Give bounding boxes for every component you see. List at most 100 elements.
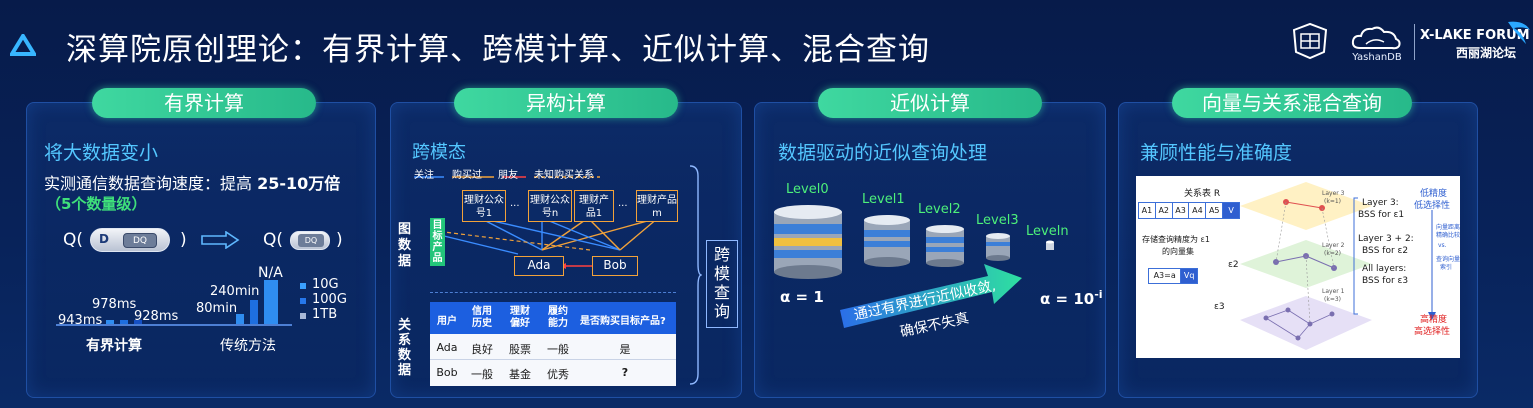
- store-precision-text1: 存储查询精度为 ε1: [1142, 235, 1210, 244]
- low-selectivity-label: 低选择性: [1414, 201, 1451, 211]
- layer2-label: Layer 2: [1322, 242, 1345, 249]
- product-box-accountn: 理财公众号n: [528, 190, 572, 222]
- alpha-right-label: α = 10-i: [1040, 288, 1103, 308]
- table-header-preference: 理财偏好: [510, 306, 530, 329]
- vector-compare-text1: 向量距离: [1436, 224, 1461, 231]
- bss-all-desc: BSS for ε3: [1362, 276, 1409, 286]
- legend-friend: 朋友: [498, 170, 518, 181]
- low-precision-label: 低精度: [1420, 189, 1448, 199]
- bar-traditional-10g: [236, 314, 244, 324]
- dq-only-box: DQ: [298, 234, 324, 247]
- subhead-shrink-data: 将大数据变小: [44, 142, 159, 164]
- group-label-bounded: 有界计算: [86, 338, 142, 354]
- legend-unknown-purchase: 未知购买关系: [534, 170, 594, 181]
- level-label-0: Level0: [786, 182, 829, 197]
- forum-title-cn: 西丽湖论坛: [1456, 46, 1517, 60]
- product-ellipsis-2: ...: [618, 198, 628, 209]
- speedup-value: 25-10万倍: [257, 174, 341, 193]
- database-level3-icon: [986, 233, 1010, 261]
- product-box-product1: 理财产品1: [574, 190, 614, 222]
- bar-label-928ms: 928ms: [134, 309, 179, 324]
- legend-swatch-100g: [300, 298, 306, 304]
- bss-bracket: [1353, 197, 1358, 315]
- alpha-left-label: α = 1: [780, 288, 824, 306]
- vector-compare-text2: 精确比较: [1436, 232, 1461, 239]
- attr-v: V: [1223, 203, 1239, 218]
- orders-of-magnitude: （5个数量级）: [46, 195, 147, 213]
- database-level0-icon: [774, 205, 842, 279]
- bar-baseline: [56, 324, 292, 326]
- bss-layer3-desc: BSS for ε1: [1358, 210, 1405, 220]
- layer3-k: (k=1): [1324, 198, 1342, 205]
- legend-1tb: 1TB: [312, 307, 338, 322]
- attr-a3: A3: [1173, 203, 1190, 218]
- attr-a1: A1: [1139, 203, 1156, 218]
- relation-table-label: 关系表 R: [1184, 189, 1221, 199]
- bss-layer32-title: Layer 3 + 2:: [1358, 234, 1414, 244]
- hybrid-query-diagram: 关系表 R A1 A2 A3 A4 A5 V 存储查询精度为 ε1 的向量集 A…: [1136, 176, 1460, 358]
- target-product-tag: 目标产品: [430, 218, 445, 266]
- database-level2-icon: [926, 225, 964, 267]
- query-vector: Vq: [1181, 269, 1197, 283]
- hnsw-layers-graphic: [1240, 182, 1372, 350]
- q-right-close: ): [336, 230, 343, 250]
- layer1-label: Layer 1: [1322, 288, 1345, 295]
- convergence-arrow-icon: [840, 264, 1022, 328]
- table-cell-r1-capability: 一般: [547, 343, 569, 356]
- query-condition-row: A3=a Vq: [1148, 268, 1198, 284]
- graph-table-separator: [430, 292, 676, 293]
- q-left-label: Q(: [63, 230, 84, 250]
- product-box-productm: 理财产品m: [636, 190, 678, 222]
- database-leveln-icon: [1046, 240, 1054, 250]
- q-right-label: Q(: [263, 230, 284, 250]
- subhead-approximate-query: 数据驱动的近似查询处理: [778, 142, 988, 164]
- bar-bounded-10g: [106, 320, 114, 324]
- legend-follow: 关注: [414, 170, 434, 181]
- table-cell-r2-user: Bob: [436, 366, 458, 379]
- table-cell-r1-credit: 良好: [471, 343, 493, 356]
- legend-10g: 10G: [312, 277, 339, 292]
- vector-index-text2: 索引: [1440, 264, 1453, 271]
- cross-modal-query-box: 跨模查询: [706, 240, 738, 328]
- attr-a4: A4: [1189, 203, 1207, 218]
- side-label-relational-data: 关系数据: [398, 318, 412, 378]
- database-level1-icon: [864, 215, 910, 267]
- table-cell-r2-capability: 优秀: [547, 368, 569, 381]
- table-cell-r2-preference: 基金: [509, 368, 531, 381]
- group-label-traditional: 传统方法: [220, 338, 276, 354]
- query-bracket: [689, 165, 702, 385]
- layer2-k: (k=2): [1324, 250, 1342, 257]
- attr-a2: A2: [1156, 203, 1173, 218]
- table-header-row: [430, 302, 676, 334]
- bar-bounded-100g: [120, 320, 128, 324]
- attr-a5: A5: [1206, 203, 1224, 218]
- legend-100g: 100G: [312, 292, 347, 307]
- table-cell-r1-user: Ada: [436, 341, 458, 354]
- vector-index-text1: 查询向量: [1436, 256, 1461, 263]
- forum-title-en: X-LAKE FORUM: [1420, 28, 1530, 43]
- d-label: D: [99, 232, 109, 246]
- precision-arrow-icon: [1428, 210, 1436, 320]
- table-header-credit: 信用历史: [472, 306, 492, 329]
- table-header-purchase: 是否购买目标产品?: [580, 316, 666, 327]
- bar-traditional-100g: [250, 300, 258, 324]
- level-label-2: Level2: [918, 202, 961, 217]
- product-ellipsis-1: ...: [510, 198, 520, 209]
- layer1-k: (k=3): [1324, 296, 1342, 303]
- table-cell-r2-credit: 一般: [471, 368, 493, 381]
- subhead-cross-modal: 跨模态: [412, 142, 466, 163]
- panel-bounded-computing: [26, 102, 376, 398]
- yashan-logo-text: YashanDB: [1352, 52, 1402, 63]
- cloud-logo-icon: [1351, 26, 1401, 50]
- alpha-right-base: α = 10: [1040, 290, 1095, 308]
- product-box-account1: 理财公众号1: [462, 190, 506, 222]
- legend-swatch-10g: [300, 283, 306, 289]
- layer3-label: Layer 3: [1322, 190, 1345, 197]
- person-node-bob: Bob: [592, 256, 638, 276]
- bss-layer3-title: Layer 3:: [1362, 198, 1399, 208]
- bss-layer32-desc: BSS for ε2: [1362, 246, 1409, 256]
- query-attr-condition: A3=a: [1149, 269, 1182, 283]
- bar-label-943ms: 943ms: [58, 313, 103, 328]
- edge-legend-lines: [414, 176, 600, 178]
- bar-label-240min: 240min: [210, 284, 260, 299]
